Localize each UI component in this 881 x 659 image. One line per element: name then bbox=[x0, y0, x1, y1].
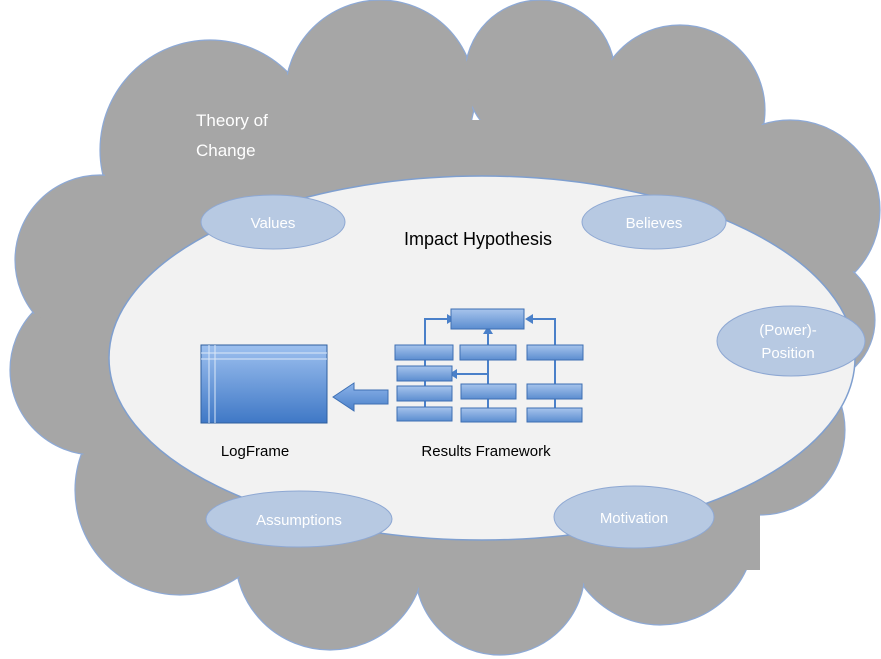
bubble-believes-label: Believes bbox=[626, 215, 683, 232]
bubble-power-line1: (Power)- bbox=[759, 322, 817, 339]
logframe-label: LogFrame bbox=[221, 443, 289, 460]
results-framework-label: Results Framework bbox=[421, 443, 551, 460]
bubble-assumptions: Assumptions bbox=[205, 490, 393, 548]
bubble-motivation-label: Motivation bbox=[600, 510, 668, 527]
left-arrow-icon bbox=[332, 382, 389, 412]
bubble-values-label: Values bbox=[251, 215, 296, 232]
bubble-power-position: (Power)- Position bbox=[716, 305, 866, 377]
cloud-title-line1: Theory of bbox=[196, 111, 268, 130]
bubble-power-line2: Position bbox=[761, 345, 814, 362]
bubble-motivation: Motivation bbox=[553, 485, 715, 549]
impact-hypothesis-label: Impact Hypothesis bbox=[404, 229, 552, 249]
bubble-assumptions-label: Assumptions bbox=[256, 512, 342, 529]
bubble-values: Values bbox=[200, 194, 346, 250]
results-framework-icon bbox=[394, 308, 584, 423]
bubble-believes: Believes bbox=[581, 194, 727, 250]
cloud-title-line2: Change bbox=[196, 141, 256, 160]
logframe-icon bbox=[200, 344, 328, 424]
